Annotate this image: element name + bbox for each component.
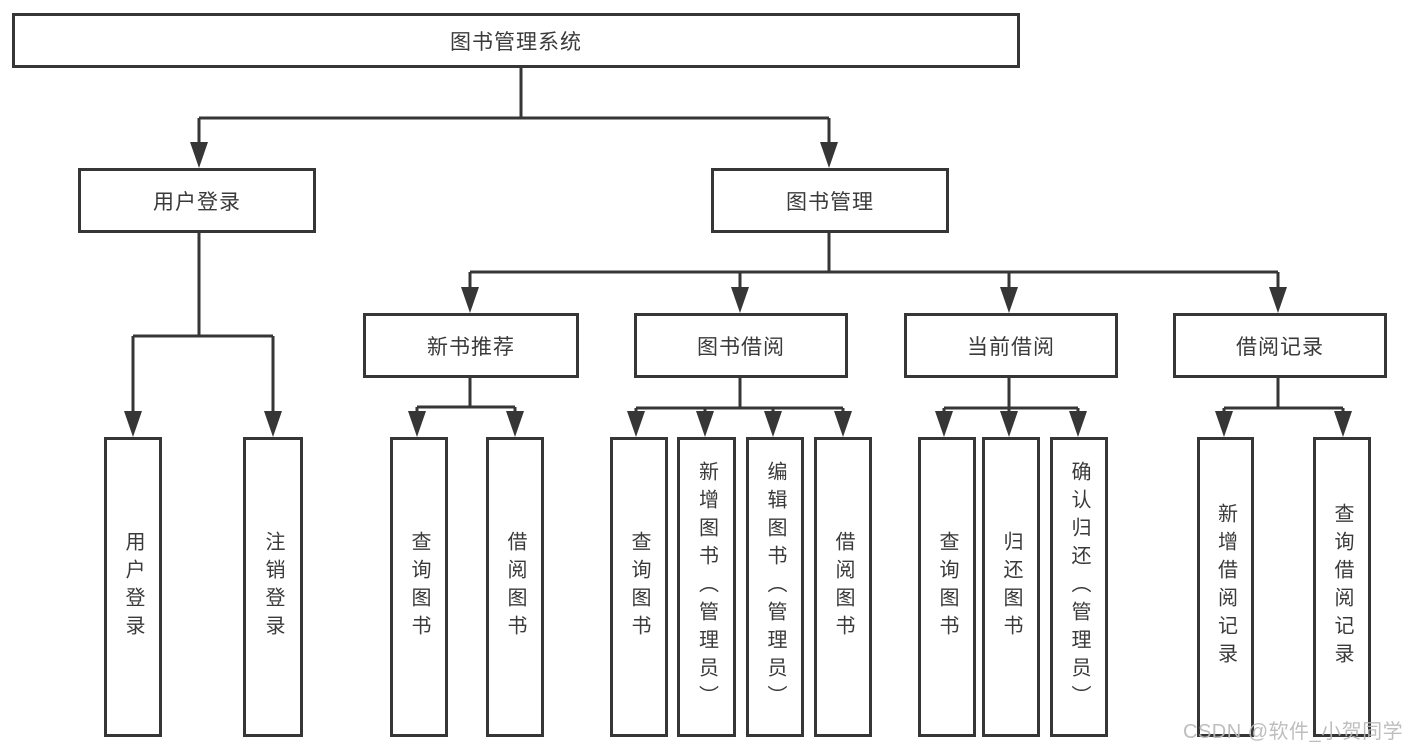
node-borrowing-records-label: 借阅记录 — [1236, 335, 1324, 359]
node-add-borrow-record: 新增借阅记录 — [1197, 437, 1254, 737]
node-user-login-leaf: 用户登录 — [104, 437, 162, 737]
csdn-watermark: CSDN @软件_小贺同学 — [1183, 721, 1404, 743]
node-query-books-recommend-label: 查询图书 — [408, 531, 430, 643]
node-return-books: 归还图书 — [982, 437, 1040, 737]
node-book-management: 图书管理 — [711, 168, 949, 233]
node-borrow-books-recommend: 借阅图书 — [486, 437, 544, 737]
node-book-borrowing-label: 图书借阅 — [697, 335, 785, 359]
node-root-label: 图书管理系统 — [450, 30, 582, 54]
node-confirm-return-admin: 确认归还（管理员） — [1050, 437, 1108, 737]
node-user-login: 用户登录 — [78, 168, 316, 233]
node-root-library-system: 图书管理系统 — [12, 13, 1020, 68]
node-query-books-current-label: 查询图书 — [936, 531, 958, 643]
node-return-books-label: 归还图书 — [1000, 531, 1022, 643]
node-user-login-leaf-label: 用户登录 — [122, 531, 144, 643]
node-edit-books-admin: 编辑图书（管理员） — [746, 437, 804, 737]
node-confirm-return-admin-label: 确认归还（管理员） — [1068, 461, 1090, 713]
node-book-management-label: 图书管理 — [786, 190, 874, 214]
node-logout-leaf-label: 注销登录 — [262, 531, 284, 643]
node-current-borrowing: 当前借阅 — [904, 313, 1118, 378]
node-edit-books-admin-label: 编辑图书（管理员） — [764, 461, 786, 713]
node-query-books-current: 查询图书 — [918, 437, 976, 737]
node-new-book-recommend-label: 新书推荐 — [427, 335, 515, 359]
node-current-borrowing-label: 当前借阅 — [967, 335, 1055, 359]
node-query-borrow-record: 查询借阅记录 — [1313, 437, 1371, 737]
node-query-books-recommend: 查询图书 — [390, 437, 448, 737]
node-book-borrowing: 图书借阅 — [634, 313, 848, 378]
node-query-books-borrowing-label: 查询图书 — [628, 531, 650, 643]
node-borrow-books-borrowing: 借阅图书 — [814, 437, 872, 737]
node-borrowing-records: 借阅记录 — [1173, 313, 1387, 378]
node-new-book-recommend: 新书推荐 — [363, 313, 579, 378]
node-query-borrow-record-label: 查询借阅记录 — [1331, 503, 1353, 671]
node-query-books-borrowing: 查询图书 — [610, 437, 668, 737]
node-add-borrow-record-label: 新增借阅记录 — [1214, 503, 1237, 671]
node-borrow-books-borrowing-label: 借阅图书 — [832, 531, 854, 643]
node-borrow-books-recommend-label: 借阅图书 — [504, 531, 526, 643]
node-add-books-admin: 新增图书（管理员） — [677, 437, 736, 737]
node-logout-leaf: 注销登录 — [243, 437, 303, 737]
node-user-login-label: 用户登录 — [153, 190, 241, 214]
node-add-books-admin-label: 新增图书（管理员） — [695, 461, 718, 713]
